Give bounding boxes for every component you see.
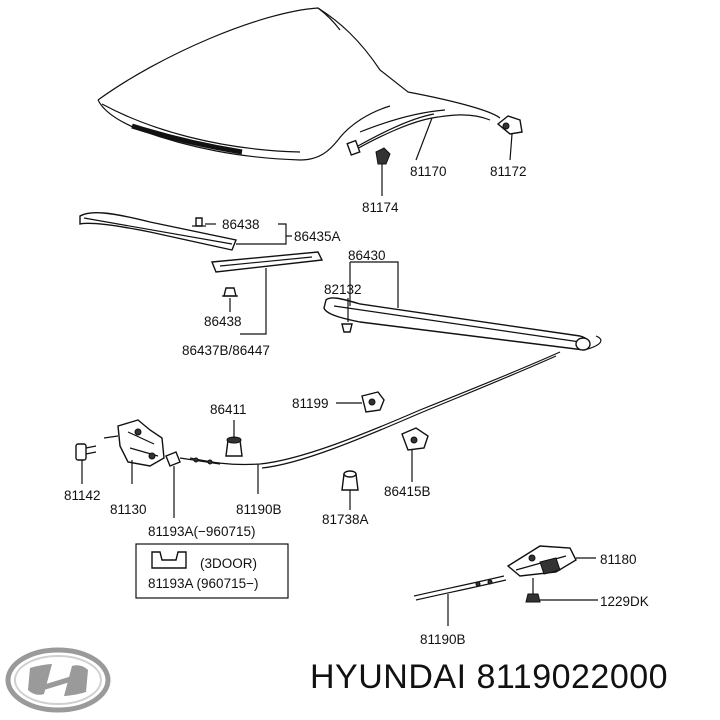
cable-end-81193a [165,451,221,467]
label-82132: 82132 [324,282,362,297]
clip-82132 [341,323,353,333]
label-81193a-before: 81193A(−960715) [148,524,255,539]
hood-latch-81130 [103,419,165,467]
label-86411: 86411 [210,402,247,417]
label-81172: 81172 [490,164,527,179]
bracket-86415b [401,427,429,451]
leader-86435a-lower [236,236,287,245]
hood-seal-86430 [323,297,591,351]
label-81174: 81174 [362,200,399,215]
hood-weatherstrip-lower [211,251,324,273]
brand-name: HYUNDAI [310,658,467,696]
label-81738a: 81738A [322,512,369,527]
release-cable-lower [413,575,507,601]
brand-part-number: HYUNDAI 8119022000 [310,658,668,697]
leader-81170 [415,117,433,161]
label-86430: 86430 [348,248,386,263]
bumper-81738a [341,470,359,491]
label-81130: 81130 [110,502,147,517]
cable-clip-81199 [361,391,385,413]
hood-panel [97,7,501,161]
part-number: 8119022000 [476,658,669,696]
label-81199: 81199 [292,396,329,411]
label-86438-a: 86438 [222,217,260,232]
rod-grommet [375,147,391,165]
label-81170: 81170 [410,164,447,179]
bolt-1229dk [525,578,541,603]
bolt-81142 [75,443,97,461]
label-81180: 81180 [600,552,637,567]
leader-bracket-86435a [278,223,292,237]
hood-bumper-86411 [225,436,243,457]
leader-81172 [509,133,513,161]
inset-box-3door [135,543,289,599]
release-lever-81180 [506,545,577,577]
label-86435a: 86435A [294,229,341,244]
hyundai-logo-icon [5,647,111,713]
leader-86430-b [350,261,399,308]
hood-release-cable [189,335,602,469]
rod-clip [496,115,523,135]
label-86438-b: 86438 [204,314,242,329]
label-1229dk: 1229DK [600,594,649,609]
clip-86438-a [192,217,206,227]
label-3door: (3DOOR) [200,556,257,571]
hood-weatherstrip-upper [79,211,237,251]
clip-86438-b [222,287,238,297]
label-81190b-b: 81190B [420,632,466,647]
label-86437b-86447: 86437B/86447 [182,343,270,358]
hood-stay-rod [346,113,491,156]
label-81193a-after: 81193A (960715−) [148,576,258,591]
label-81190b-a: 81190B [236,502,282,517]
label-81142: 81142 [64,488,101,503]
leader-86437b [240,268,267,335]
label-86415b: 86415B [384,484,431,499]
